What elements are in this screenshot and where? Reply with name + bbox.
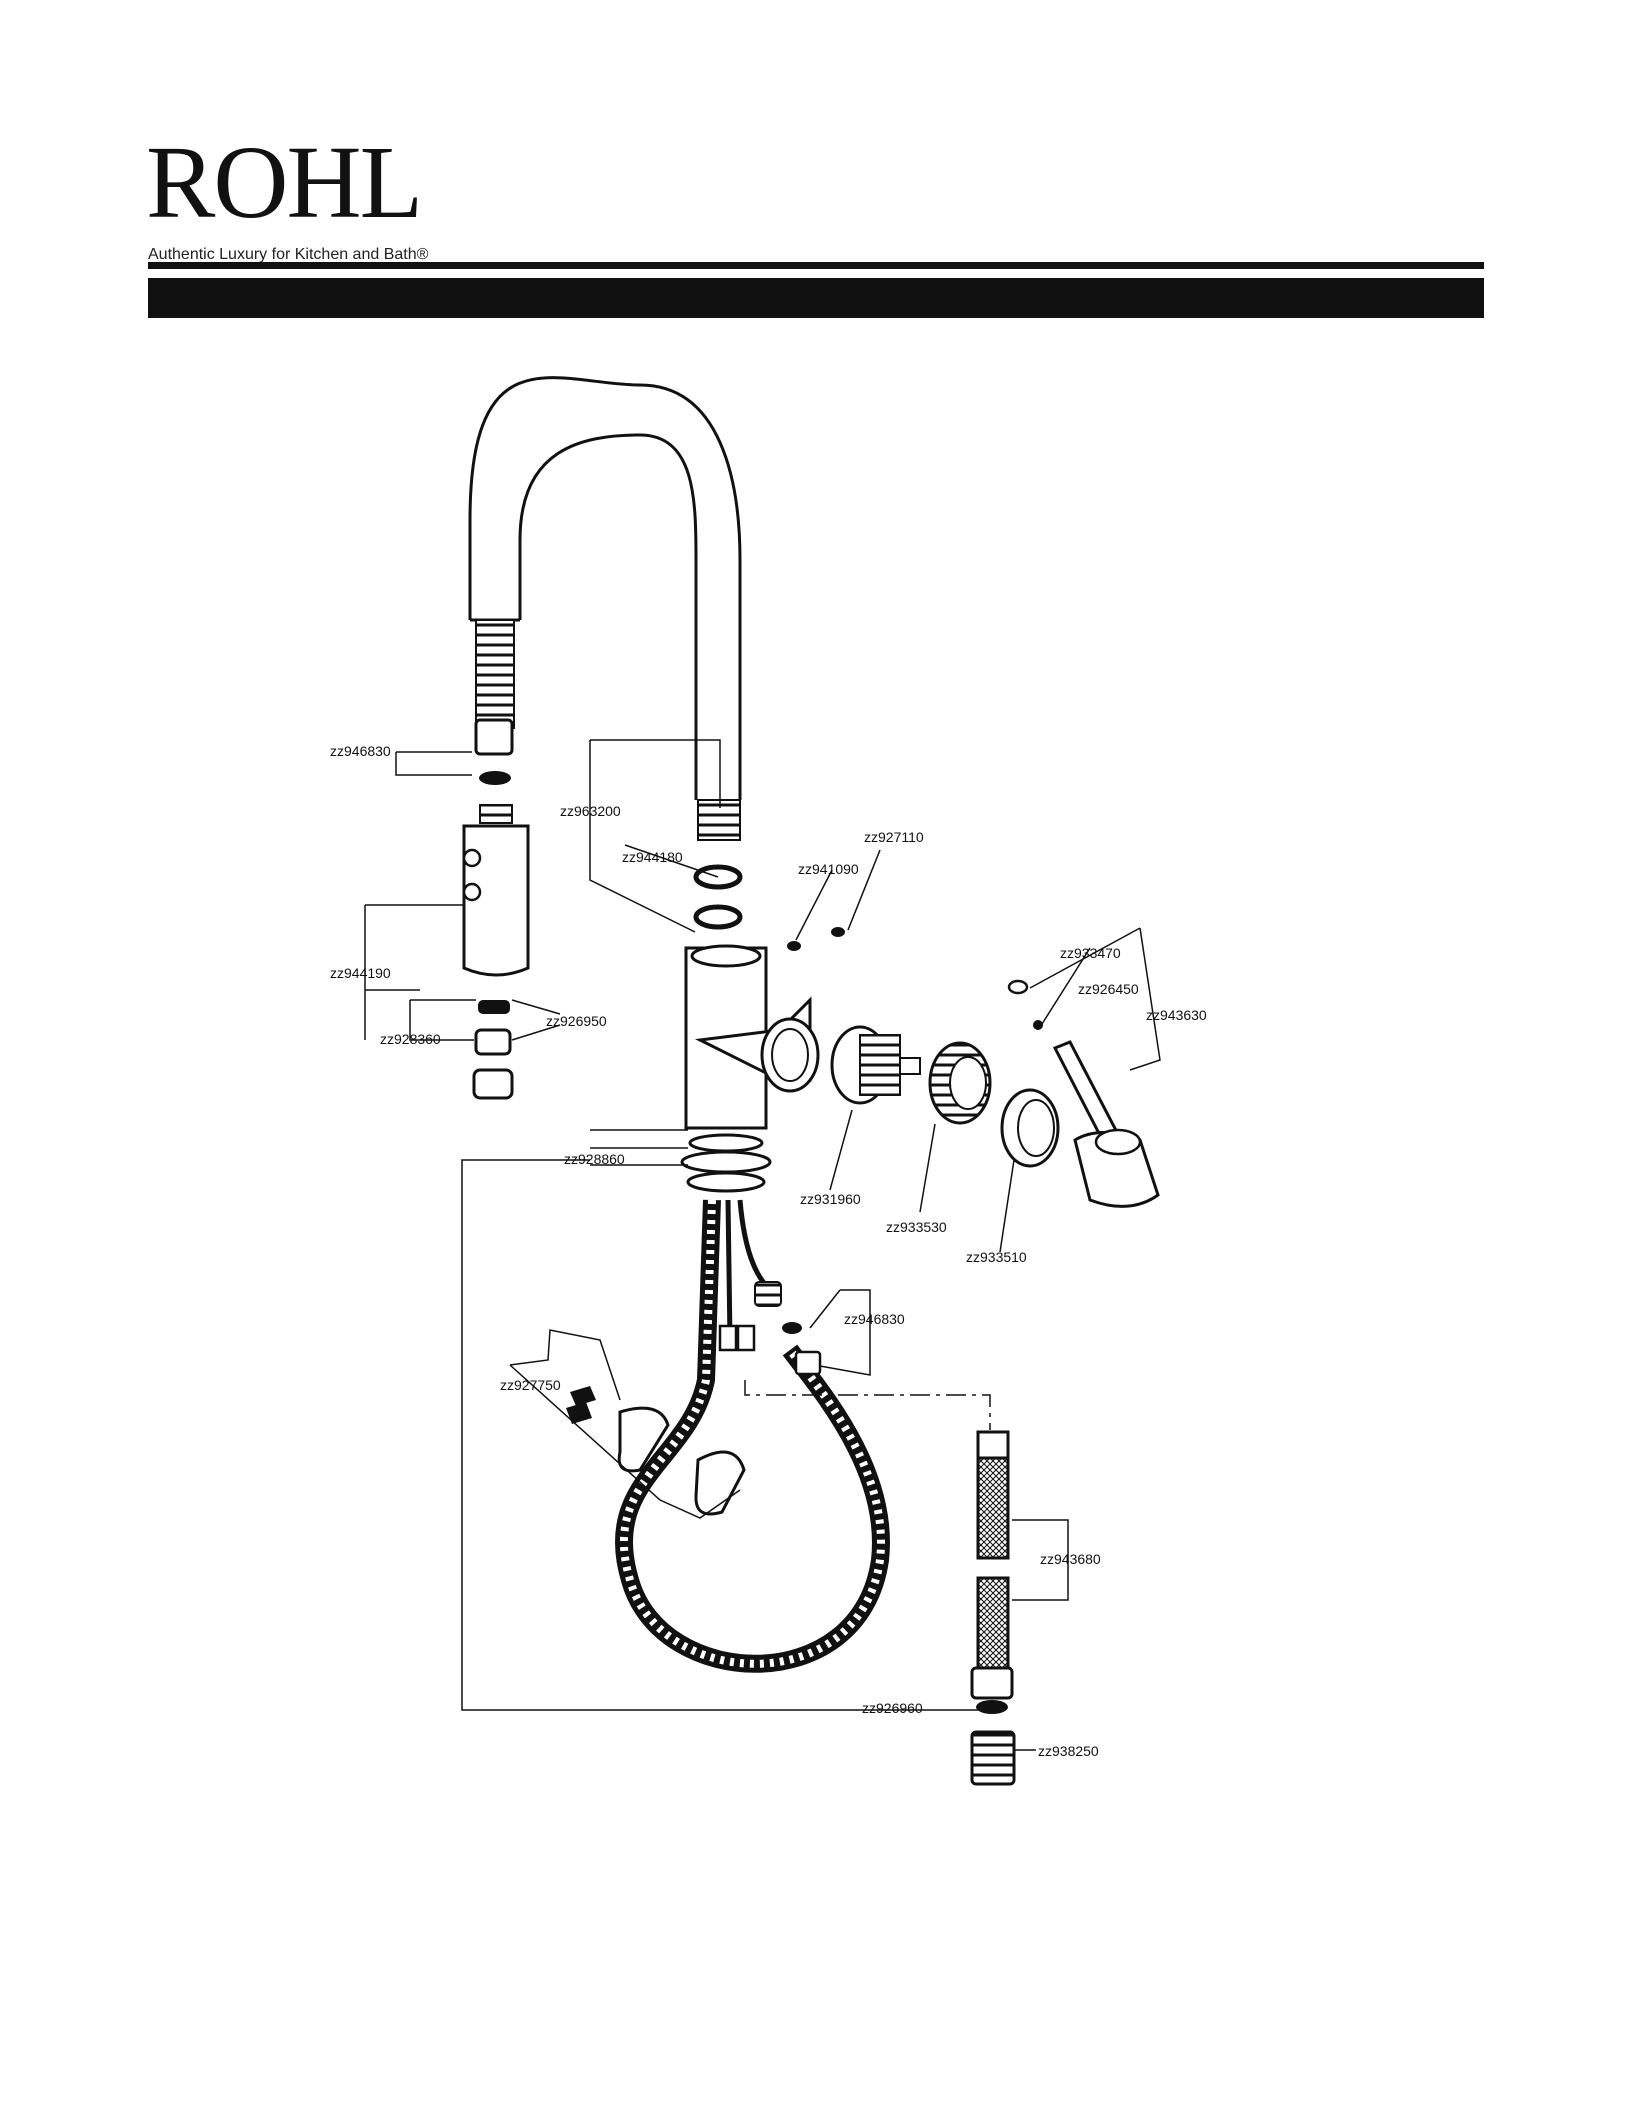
part-label: zz944180	[622, 849, 683, 865]
part-label: zz933470	[1060, 945, 1121, 961]
part-label: zz927110	[864, 829, 924, 845]
part-label: zz926960	[862, 1700, 923, 1716]
spray-head	[464, 805, 528, 1098]
part-label: zz941090	[798, 861, 859, 877]
part-label: zz946830	[330, 743, 391, 759]
part-label: zz928860	[564, 1151, 625, 1167]
part-label: zz943680	[1040, 1551, 1101, 1567]
supply-hose	[972, 1432, 1014, 1784]
part-label: zz933530	[886, 1219, 947, 1235]
part-label: zz926450	[1078, 981, 1139, 997]
part-label: zz931960	[800, 1191, 861, 1207]
faucet-body	[686, 946, 818, 1128]
hose-connector-top	[476, 720, 512, 785]
part-label: zz933510	[966, 1249, 1027, 1265]
part-label: zz946830	[844, 1311, 905, 1327]
part-label: zz963200	[560, 803, 621, 819]
cartridge	[832, 1027, 920, 1103]
part-label: zz938250	[1038, 1743, 1099, 1759]
part-label: zz944190	[330, 965, 391, 981]
spout-washers	[696, 867, 845, 951]
part-label: zz927750	[500, 1377, 561, 1393]
part-label: zz926950	[546, 1013, 607, 1029]
mounting-gaskets	[682, 1135, 770, 1191]
spout-gooseneck	[470, 378, 740, 840]
cover-ring	[1002, 1090, 1058, 1166]
part-label: zz943630	[1146, 1007, 1207, 1023]
bonnet-nut	[930, 1043, 990, 1123]
part-label: zz928360	[380, 1031, 441, 1047]
